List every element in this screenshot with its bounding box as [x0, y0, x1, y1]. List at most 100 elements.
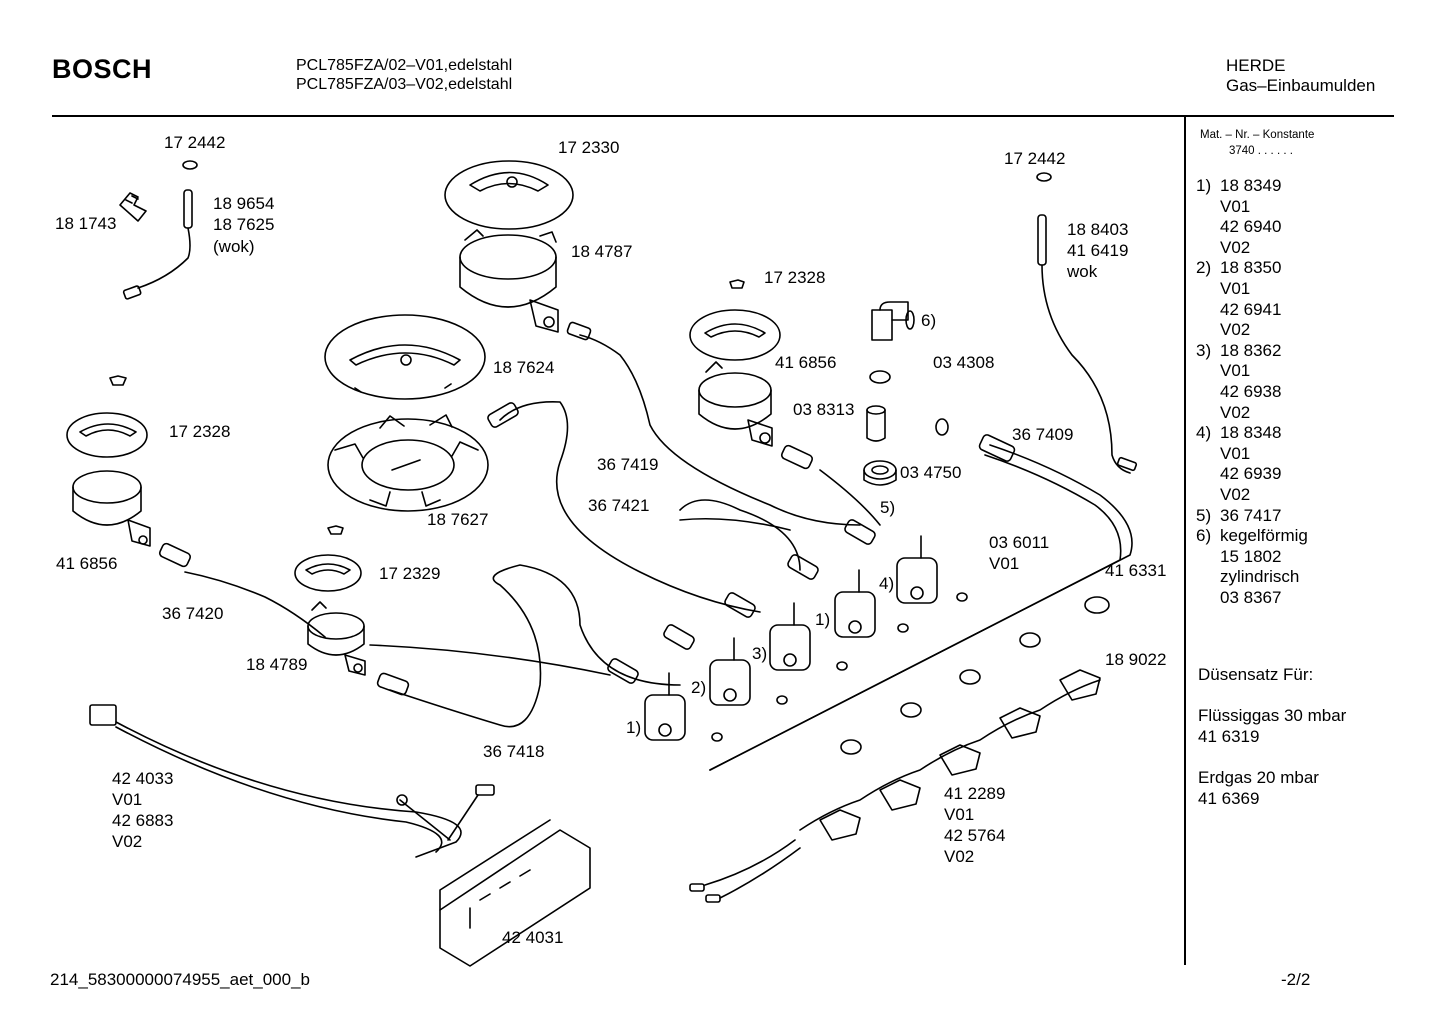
seal-ring-icon: [869, 370, 891, 384]
variant-line: 42 6941: [1220, 299, 1282, 319]
part-label-184787: 18 4787: [571, 242, 633, 261]
part-label-v01-412289: V01: [944, 805, 975, 824]
variant-line: 03 8367: [1220, 587, 1282, 607]
variant-number: 2): [1196, 258, 1212, 278]
part-label-172328-right: 17 2328: [764, 268, 826, 287]
mat-number-title: Mat. – Nr. – Konstante: [1200, 129, 1315, 141]
variant-line: 18 8349: [1220, 176, 1282, 195]
part-label-367420: 36 7420: [162, 604, 224, 623]
mat-number-value: 3740 . . . . . .: [1229, 145, 1293, 157]
variant-number: 5): [1196, 505, 1212, 525]
star-burner-icon: [327, 414, 489, 512]
burner-plate-left-icon: [66, 375, 148, 458]
burner-plate-medium-icon: [324, 314, 486, 400]
brand-logo: BOSCH: [52, 54, 153, 84]
part-label-ref-3: 3): [752, 644, 768, 663]
part-label-ref-1-lower: 1): [626, 718, 642, 737]
part-label-416331: 41 6331: [1105, 561, 1167, 580]
wiring-harness-icon: [89, 704, 495, 858]
variant-line: 15 1802: [1220, 546, 1282, 566]
model-line-2: PCL785FZA/03–V02,edelstahl: [296, 76, 513, 93]
pipe-fittings-icon: [158, 321, 1016, 696]
lpg-value: 41 6319: [1198, 727, 1260, 746]
category-line-1: HERDE: [1226, 56, 1286, 75]
part-label-ref-2: 2): [691, 678, 707, 697]
washer-icon: [182, 160, 198, 170]
variant-line: V02: [1220, 320, 1251, 340]
part-label-172442-left: 17 2442: [164, 133, 226, 152]
gas-pipes-icon: [184, 334, 1133, 771]
variant-number: 1): [1196, 176, 1212, 195]
part-label-036011: 03 6011: [989, 533, 1050, 552]
part-label-367418: 36 7418: [483, 742, 545, 761]
part-label-187624: 18 7624: [493, 358, 555, 377]
variant-line: V01: [1220, 443, 1251, 463]
ignition-caps-icon: [840, 596, 1110, 755]
part-label-v02-426883: V02: [112, 832, 143, 851]
variant-line: V01: [1220, 361, 1251, 381]
igniter-harness-icon: [689, 669, 1101, 903]
page-number: -2/2: [1281, 970, 1311, 989]
variant-entry: 5) 36 7417: [1196, 506, 1308, 527]
ignition-module-icon: [439, 819, 591, 967]
part-label-ref-4: 4): [879, 574, 895, 593]
part-label-187625: 18 7625: [213, 215, 275, 234]
variant-number: 4): [1196, 423, 1212, 443]
part-label-416419: 41 6419: [1067, 241, 1129, 260]
variant-line: 42 6940: [1220, 217, 1282, 237]
clip-part-icon: [119, 192, 147, 222]
part-label-172442-right: 17 2442: [1004, 149, 1066, 168]
variant-line: 18 8362: [1220, 340, 1282, 360]
natural-gas-value: 41 6369: [1198, 789, 1260, 808]
part-label-v01-036011: V01: [989, 554, 1020, 573]
part-label-367421: 36 7421: [588, 496, 650, 515]
variant-line: 36 7417: [1220, 505, 1282, 525]
part-label-416856-right: 41 6856: [775, 353, 837, 372]
wok-thermocouple-icon: [122, 189, 193, 300]
wok-thermocouple-right-icon: [1036, 172, 1138, 474]
model-line-1: PCL785FZA/02–V01,edelstahl: [296, 57, 513, 74]
part-label-v01-424033: V01: [112, 790, 143, 809]
variant-line: 42 6939: [1220, 464, 1282, 484]
part-label-034308: 03 4308: [933, 353, 995, 372]
part-label-034750: 03 4750: [900, 463, 962, 482]
variant-line: 42 6938: [1220, 381, 1282, 401]
part-label-172329: 17 2329: [379, 564, 441, 583]
part-label-189022: 18 9022: [1105, 650, 1167, 669]
hex-nut-icon: [863, 460, 897, 486]
part-label-172330: 17 2330: [558, 138, 620, 157]
part-label-ref-1-upper: 1): [815, 610, 831, 629]
variant-line: zylindrisch: [1220, 567, 1300, 587]
variant-line: V02: [1220, 484, 1251, 504]
part-label-188403: 18 8403: [1067, 220, 1129, 239]
variant-line: kegelförmig: [1220, 526, 1308, 546]
burner-housing-left-icon: [72, 470, 151, 547]
burner-plate-large-icon: [444, 160, 574, 230]
variant-line: 18 8350: [1220, 258, 1282, 278]
part-label-ref-5: 5): [880, 498, 896, 517]
product-category: HERDE Gas–Einbaumulden: [1226, 56, 1375, 96]
part-label-189654: 18 9654: [213, 194, 275, 213]
part-label-181743: 18 1743: [55, 214, 117, 233]
gas-valves-icon: [644, 535, 968, 742]
header-divider: [52, 115, 1394, 117]
variant-line: V01: [1220, 278, 1251, 298]
part-label-424033: 42 4033: [112, 769, 174, 788]
part-label-038313: 03 8313: [793, 400, 855, 419]
category-line-2: Gas–Einbaumulden: [1226, 76, 1376, 95]
part-label-367409: 36 7409: [1012, 425, 1074, 444]
part-label-wok-left: (wok): [213, 237, 255, 256]
part-label-187627: 18 7627: [427, 510, 489, 529]
burner-housing-right-icon: [698, 361, 773, 447]
part-label-ref-6: 6): [921, 311, 937, 330]
burner-housing-small-icon: [307, 601, 366, 676]
part-label-412289: 41 2289: [944, 784, 1006, 803]
variant-line: 18 8348: [1220, 423, 1282, 443]
part-label-172328-left: 17 2328: [169, 422, 231, 441]
